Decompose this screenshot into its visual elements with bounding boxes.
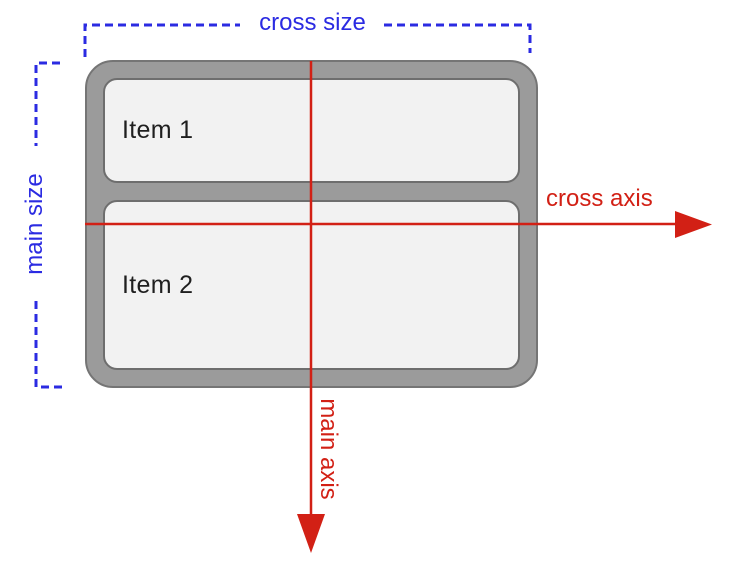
main-size-label: main size — [21, 173, 48, 275]
flex-container: Item 1 Item 2 — [85, 60, 538, 388]
cross-size-bracket-right — [384, 23, 532, 53]
flex-item-2: Item 2 — [103, 200, 520, 370]
flex-item-1: Item 1 — [103, 78, 520, 183]
main-size-bracket-bottom — [34, 301, 66, 389]
cross-size-label: cross size — [259, 9, 366, 36]
main-size-bracket-top — [34, 61, 60, 146]
item-1-label: Item 1 — [122, 116, 194, 144]
cross-size-bracket-left — [83, 23, 240, 57]
cross-axis-label: cross axis — [546, 185, 653, 212]
main-axis-label: main axis — [315, 398, 342, 500]
item-2-label: Item 2 — [122, 270, 194, 299]
cross-axis-arrowhead — [675, 211, 712, 238]
